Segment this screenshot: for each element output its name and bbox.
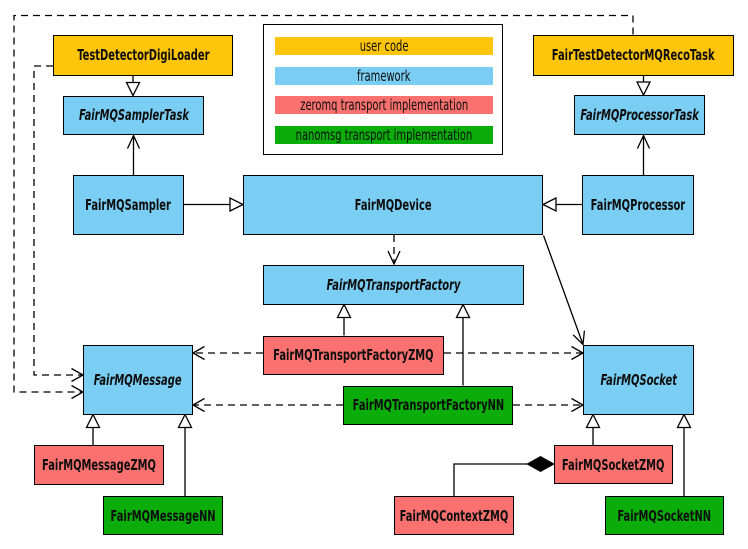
edge-fairtestdetectormqrecotask-fairmqprocessortask: [635, 75, 652, 97]
edge-fairmqprocessor-fairmqprocessortask: [636, 133, 651, 175]
node-label: FairMQSocketNN: [617, 506, 712, 525]
node-label: FairMQContextZMQ: [399, 506, 509, 525]
edge-fairmqtransportfactoryzmq-fairmqmessage: [191, 345, 263, 361]
node-fairmqsamplertask: FairMQSamplerTask: [63, 95, 204, 135]
edge-fairmqprocessor-fairmqdevice: [541, 196, 582, 213]
node-label: FairMQProcessorTask: [580, 106, 699, 124]
node-label: FairMQSocket: [600, 370, 677, 389]
node-fairmqsocketzmq: FairMQSocketZMQ: [553, 445, 673, 484]
node-label: TestDetectorDigiLoader: [76, 46, 210, 64]
edge-fairmqsocketzmq-fairmqcontextzmq: [453, 456, 555, 496]
legend-label: framework: [357, 66, 411, 85]
node-fairmqdevice: FairMQDevice: [243, 174, 543, 235]
node-testdetectordigiloader: TestDetectorDigiLoader: [53, 34, 233, 76]
edge-fairmqtransportfactoryzmq-fairmqsocket: [444, 345, 585, 361]
node-label: FairMQMessageNN: [110, 506, 216, 525]
node-fairmqmessagenn: FairMQMessageNN: [103, 496, 223, 535]
edge-fairmqsocketzmq-fairmqsocket: [585, 413, 601, 445]
edge-fairmqsocketnn-fairmqsocket: [676, 413, 692, 496]
edge-fairmqmessagezmq-fairmqmessage: [85, 413, 101, 445]
node-label: FairMQDevice: [354, 195, 432, 214]
legend-swatch-framework: framework: [275, 66, 493, 85]
node-fairmqmessage: FairMQMessage: [83, 345, 193, 415]
edge-fairmqsampler-fairmqsamplertask: [126, 133, 141, 175]
edge-fairmqsampler-fairmqdevice: [184, 196, 245, 213]
node-fairmqmessagezmq: FairMQMessageZMQ: [33, 445, 164, 485]
node-label: FairMQMessageZMQ: [41, 456, 156, 474]
legend-swatch-zeromq: zeromq transport implementation: [275, 96, 493, 114]
node-label: FairTestDetectorMQRecoTask: [551, 46, 715, 64]
edge-testdetectordigiloader-fairmqsamplertask: [125, 75, 141, 97]
node-fairmqtransportfactoryzmq: FairMQTransportFactoryZMQ: [263, 335, 444, 375]
edge-fairmqdevice-fairmqsocket: [542, 235, 586, 346]
node-fairmqsocketnn: FairMQSocketNN: [605, 496, 724, 535]
legend-label: nanomsg transport implementation: [295, 125, 473, 144]
node-label: FairMQSampler: [85, 196, 172, 214]
node-fairmqsampler: FairMQSampler: [73, 175, 184, 235]
legend: user code framework zeromq transport imp…: [263, 23, 503, 155]
node-fairtestdetectormqrecotask: FairTestDetectorMQRecoTask: [532, 34, 734, 76]
node-label: FairMQTransportFactoryNN: [352, 396, 504, 415]
node-fairmqcontextzmq: FairMQContextZMQ: [394, 496, 514, 535]
node-fairmqtransportfactorynn: FairMQTransportFactoryNN: [343, 385, 513, 425]
node-fairmqtransportfactory: FairMQTransportFactory: [263, 264, 524, 305]
legend-swatch-user_code: user code: [275, 37, 493, 55]
edge-fairmqtransportfactorynn-fairmqmessage: [191, 397, 343, 413]
legend-label: zeromq transport implementation: [300, 96, 468, 114]
node-label: FairMQMessage: [94, 370, 182, 389]
node-label: FairMQProcessor: [590, 195, 686, 214]
node-fairmqsocket: FairMQSocket: [583, 345, 694, 415]
edge-fairmqdevice-fairmqtransportfactory: [387, 235, 401, 266]
node-label: FairMQSamplerTask: [78, 106, 189, 125]
edge-fairmqtransportfactorynn-fairmqtransportfactory: [455, 303, 471, 386]
node-fairmqprocessor: FairMQProcessor: [582, 175, 694, 235]
node-label: FairMQTransportFactoryZMQ: [273, 346, 434, 365]
edge-fairmqtransportfactorynn-fairmqsocket: [513, 397, 585, 413]
edge-fairmqmessagenn-fairmqmessage: [177, 413, 193, 496]
legend-swatch-nanomsg: nanomsg transport implementation: [275, 125, 493, 144]
legend-label: user code: [359, 37, 409, 55]
node-fairmqprocessortask: FairMQProcessorTask: [574, 95, 705, 135]
node-label: FairMQTransportFactory: [326, 275, 461, 294]
node-label: FairMQSocketZMQ: [561, 455, 665, 474]
edge-fairmqtransportfactoryzmq-fairmqtransportfactory: [336, 303, 352, 336]
